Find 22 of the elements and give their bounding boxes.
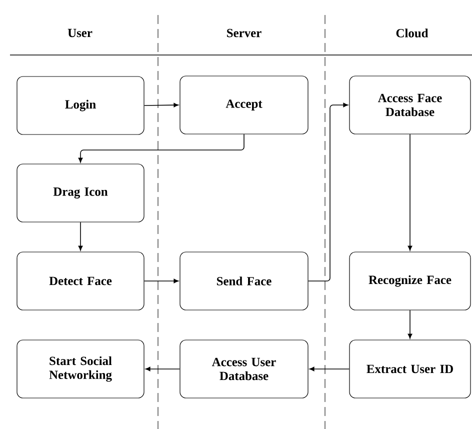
process-box: Accept xyxy=(180,76,308,134)
arrow xyxy=(408,310,412,339)
arrow xyxy=(78,134,244,163)
process-box: Start Social Networking xyxy=(16,340,144,398)
arrow xyxy=(309,366,350,372)
process-box: Drag Icon xyxy=(16,164,144,222)
arrow xyxy=(408,134,412,251)
process-box: Extract User ID xyxy=(349,340,471,398)
lane-header: User xyxy=(66,26,94,40)
process-box: Detect Face xyxy=(16,252,144,310)
arrow xyxy=(145,366,180,372)
process-box: Recognize Face xyxy=(349,252,471,310)
process-box: Send Face xyxy=(180,252,308,310)
process-box: Access User Database xyxy=(180,340,308,398)
arrow xyxy=(144,278,179,284)
arrow xyxy=(308,102,348,282)
process-box: Login xyxy=(16,76,144,135)
arrow xyxy=(78,222,83,251)
process-box: Access Face Database xyxy=(349,76,471,134)
arrow xyxy=(144,102,179,108)
lane-header: Cloud xyxy=(394,26,430,40)
lane-header: Server xyxy=(224,26,264,40)
